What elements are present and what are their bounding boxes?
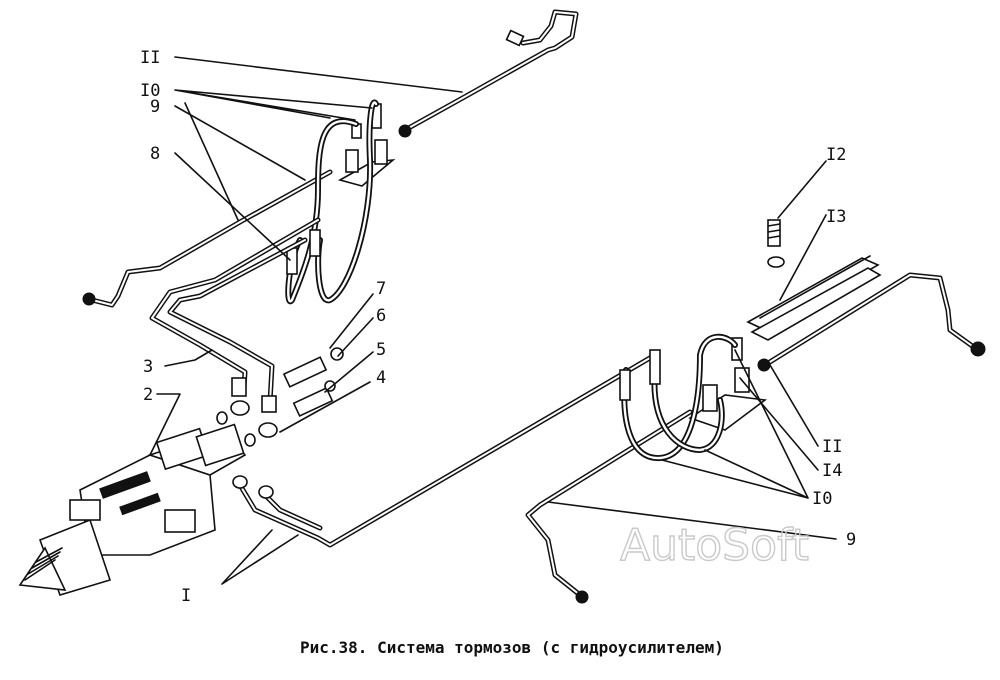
label-1: I <box>181 586 191 606</box>
washer <box>767 256 785 268</box>
pipe-end-nut <box>398 124 412 138</box>
label-8: 8 <box>150 144 160 164</box>
pipe-fitting <box>505 29 525 47</box>
banjo-bolt-5 <box>292 386 334 418</box>
label-10-top: I0 <box>140 81 160 101</box>
label-9-right: 9 <box>846 530 856 550</box>
fitting <box>261 395 277 413</box>
piston-housing <box>69 499 101 521</box>
banjo-fitting <box>258 422 278 438</box>
rear-brake-group <box>525 272 986 604</box>
label-10-right: I0 <box>812 489 832 509</box>
fitting <box>231 377 247 397</box>
rear-brake-pipe-11 <box>757 272 986 372</box>
watermark: AutoSoft <box>620 520 809 571</box>
label-5: 5 <box>376 340 386 360</box>
pipe-nut <box>258 485 274 499</box>
rear-brake-pipe-9 <box>525 409 693 604</box>
hose-end <box>286 247 298 275</box>
label-7: 7 <box>376 279 386 299</box>
pipe-end-nut <box>970 341 986 357</box>
label-11-top: II <box>140 48 160 68</box>
label-11-right: II <box>822 437 842 457</box>
hose-end <box>309 229 321 257</box>
callout-labels: II I0 9 8 7 6 5 4 3 2 I I2 I3 II I4 I0 9 <box>140 48 856 606</box>
hose-end <box>731 337 743 361</box>
pipe-end-nut <box>82 292 96 306</box>
master-cylinder-2 <box>18 423 247 596</box>
pipe-end-nut <box>757 358 771 372</box>
hose-end <box>619 369 631 401</box>
washer <box>244 433 256 447</box>
washer <box>216 411 228 425</box>
label-9-top: 9 <box>150 97 160 117</box>
front-flexible-hoses-10 <box>285 99 379 305</box>
label-14: I4 <box>822 461 842 481</box>
label-12: I2 <box>826 145 846 165</box>
front-brake-group <box>82 9 579 405</box>
bolt <box>767 219 781 247</box>
callout-leaders <box>149 56 837 585</box>
pipes-1 <box>232 352 658 548</box>
tee-fitting <box>702 384 718 412</box>
figure-caption: Рис.38. Система тормозов (с гидроусилите… <box>300 638 724 657</box>
washer-6 <box>330 347 344 361</box>
label-6: 6 <box>376 306 386 326</box>
label-4: 4 <box>376 368 386 388</box>
fittings-4-7 <box>216 347 344 447</box>
label-2: 2 <box>143 385 153 405</box>
washer-4 <box>324 380 336 392</box>
front-brake-pipe-9 <box>82 169 333 308</box>
pipe-3 <box>149 217 321 405</box>
label-3: 3 <box>143 357 153 377</box>
pipe-nut <box>232 475 248 489</box>
bolt-12 <box>767 219 785 268</box>
label-13: I3 <box>826 207 846 227</box>
tee-fitting <box>345 149 359 173</box>
banjo-fitting <box>230 400 250 416</box>
front-brake-pipe-11 <box>398 9 579 138</box>
rear-flexible-hoses-10 <box>619 333 738 462</box>
banjo-bolt-7 <box>282 356 328 388</box>
flange <box>164 509 196 533</box>
tee-fitting <box>374 139 388 165</box>
clamp-strip-13 <box>746 255 882 341</box>
hose-end <box>649 349 661 385</box>
pipe-end-nut <box>575 590 589 604</box>
reservoir <box>195 423 245 467</box>
